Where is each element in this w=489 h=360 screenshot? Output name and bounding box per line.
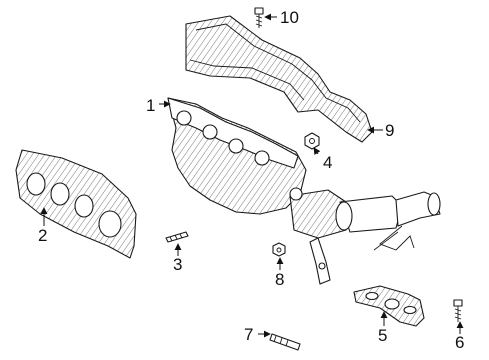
bolt-part-10 <box>254 7 264 28</box>
callout-9: 9 <box>385 121 394 140</box>
callout-7: 7 <box>244 325 253 344</box>
bolt-part-6 <box>453 299 463 322</box>
callout-5: 5 <box>378 326 387 345</box>
callout-6: 6 <box>455 333 464 352</box>
callout-4: 4 <box>323 153 332 172</box>
nut-part-4 <box>304 132 320 150</box>
callout-10: 10 <box>280 8 299 27</box>
manifold-gasket <box>15 149 137 259</box>
callout-2: 2 <box>38 226 47 245</box>
callout-labels: 1 2 3 4 5 6 7 8 9 10 <box>38 8 464 352</box>
leader-lines <box>40 13 464 338</box>
callout-3: 3 <box>173 255 182 274</box>
stud-part-7 <box>269 333 301 351</box>
heat-shield-upper <box>185 15 373 143</box>
stud-part-3 <box>165 231 189 243</box>
leader-4 <box>313 147 321 156</box>
callout-8: 8 <box>275 270 284 289</box>
callout-1: 1 <box>146 96 155 115</box>
flange-gasket <box>353 285 425 327</box>
exhaust-manifold-catalyst <box>167 97 441 285</box>
nut-part-8 <box>272 242 286 257</box>
